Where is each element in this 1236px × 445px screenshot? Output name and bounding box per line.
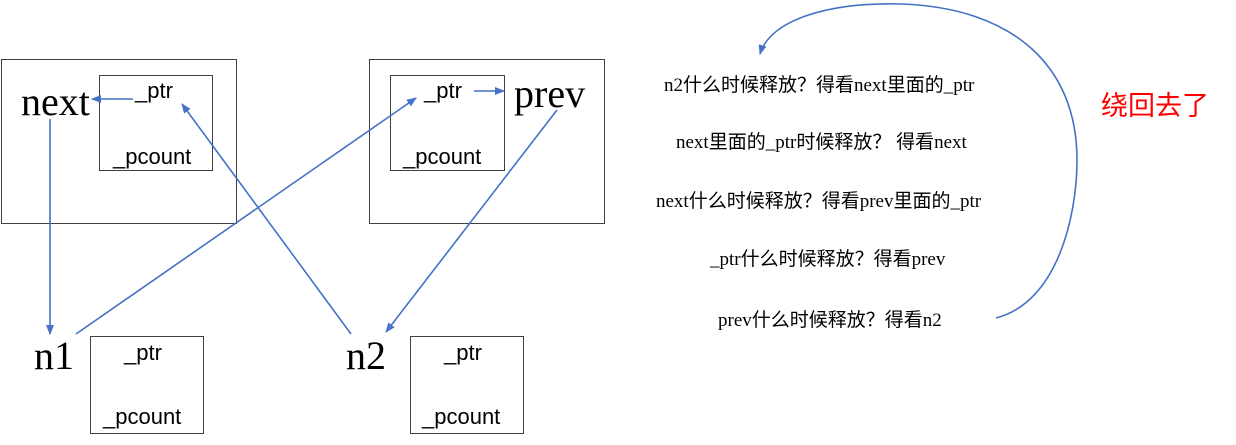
explanation-line-4: _ptr什么时候释放？得看prev [710, 249, 946, 270]
node2-pcount-field: _pcount [403, 144, 482, 169]
n1-label: n1 [34, 333, 74, 378]
explanation-line-1: n2什么时候释放？得看next里面的_ptr [664, 75, 975, 96]
n1-ptr-field: _ptr [124, 340, 162, 365]
n2-pcount-field: _pcount [422, 404, 501, 429]
prev-label: prev [514, 71, 586, 116]
n2-label: n2 [346, 333, 386, 378]
n1-refcount-box [90, 336, 204, 434]
explanation-line-2: next里面的_ptr时候释放？ 得看next [676, 132, 967, 153]
node2-ptr-field: _ptr [424, 78, 462, 103]
node1-ptr-field: _ptr [135, 78, 173, 103]
n2-ptr-field: _ptr [444, 340, 482, 365]
node1-pcount-field: _pcount [113, 144, 192, 169]
loop-note: 绕回去了 [1101, 91, 1209, 122]
explanation-line-5: prev什么时候释放？得看n2 [718, 310, 942, 331]
n1-pcount-field: _pcount [103, 404, 182, 429]
explanation-line-3: next什么时候释放？得看prev里面的_ptr [656, 191, 982, 212]
next-label: next [21, 79, 90, 124]
loop-back-arrow [758, 3, 1078, 319]
n2-refcount-box [410, 336, 524, 434]
